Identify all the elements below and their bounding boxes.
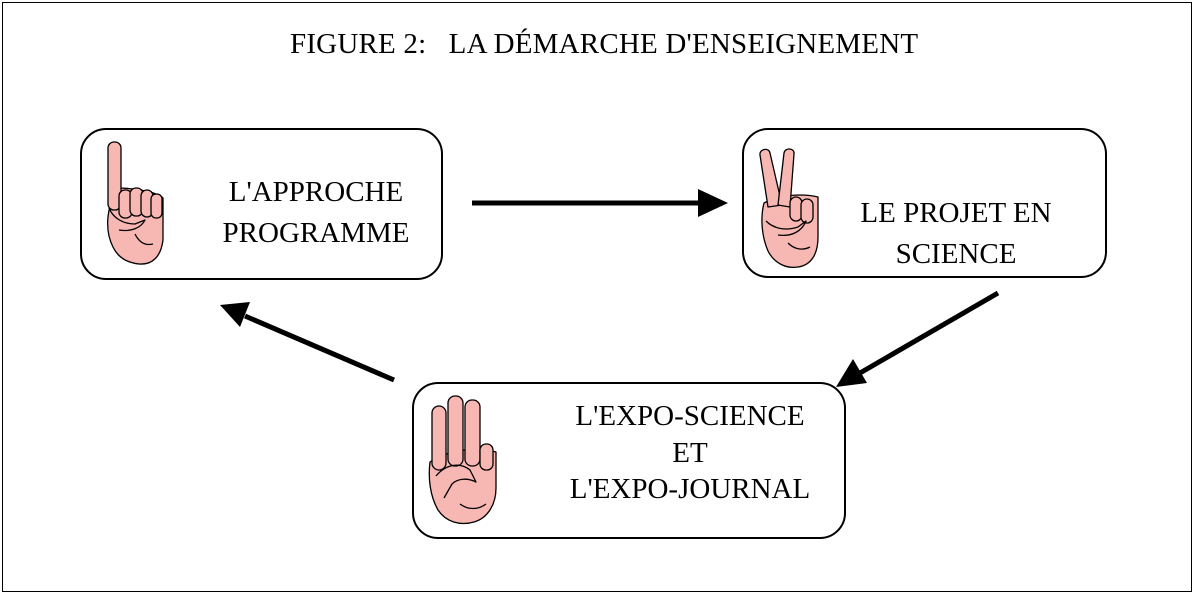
hand-one-finger-icon [107, 141, 164, 265]
step-label-expo: L'EXPO-SCIENCE ET L'EXPO-JOURNAL [540, 398, 840, 508]
step-3-line-2: ET [672, 436, 708, 469]
step-3-line-3: L'EXPO-JOURNAL [569, 473, 811, 506]
hand-three-fingers-icon [428, 395, 497, 525]
step-3-line-1: L'EXPO-SCIENCE [575, 400, 805, 432]
step-2-line-1: LE PROJET EN [860, 197, 1052, 229]
hand-two-fingers-icon [759, 148, 819, 269]
step-2-line-2: SCIENCE [895, 237, 1017, 270]
step-1-line-2: PROGRAMME [222, 216, 410, 249]
step-label-projet-science: LE PROJET EN SCIENCE [836, 193, 1076, 274]
arrow-step2-to-step3 [836, 290, 1000, 387]
step-label-approche-programme: L'APPROCHE PROGRAMME [196, 172, 436, 253]
step-1-line-1: L'APPROCHE [228, 176, 404, 208]
arrow-step1-to-step2 [472, 189, 728, 217]
arrow-step3-to-step1 [220, 302, 395, 383]
figure-title: FIGURE 2: LA DÉMARCHE D'ENSEIGNEMENT [290, 28, 919, 60]
